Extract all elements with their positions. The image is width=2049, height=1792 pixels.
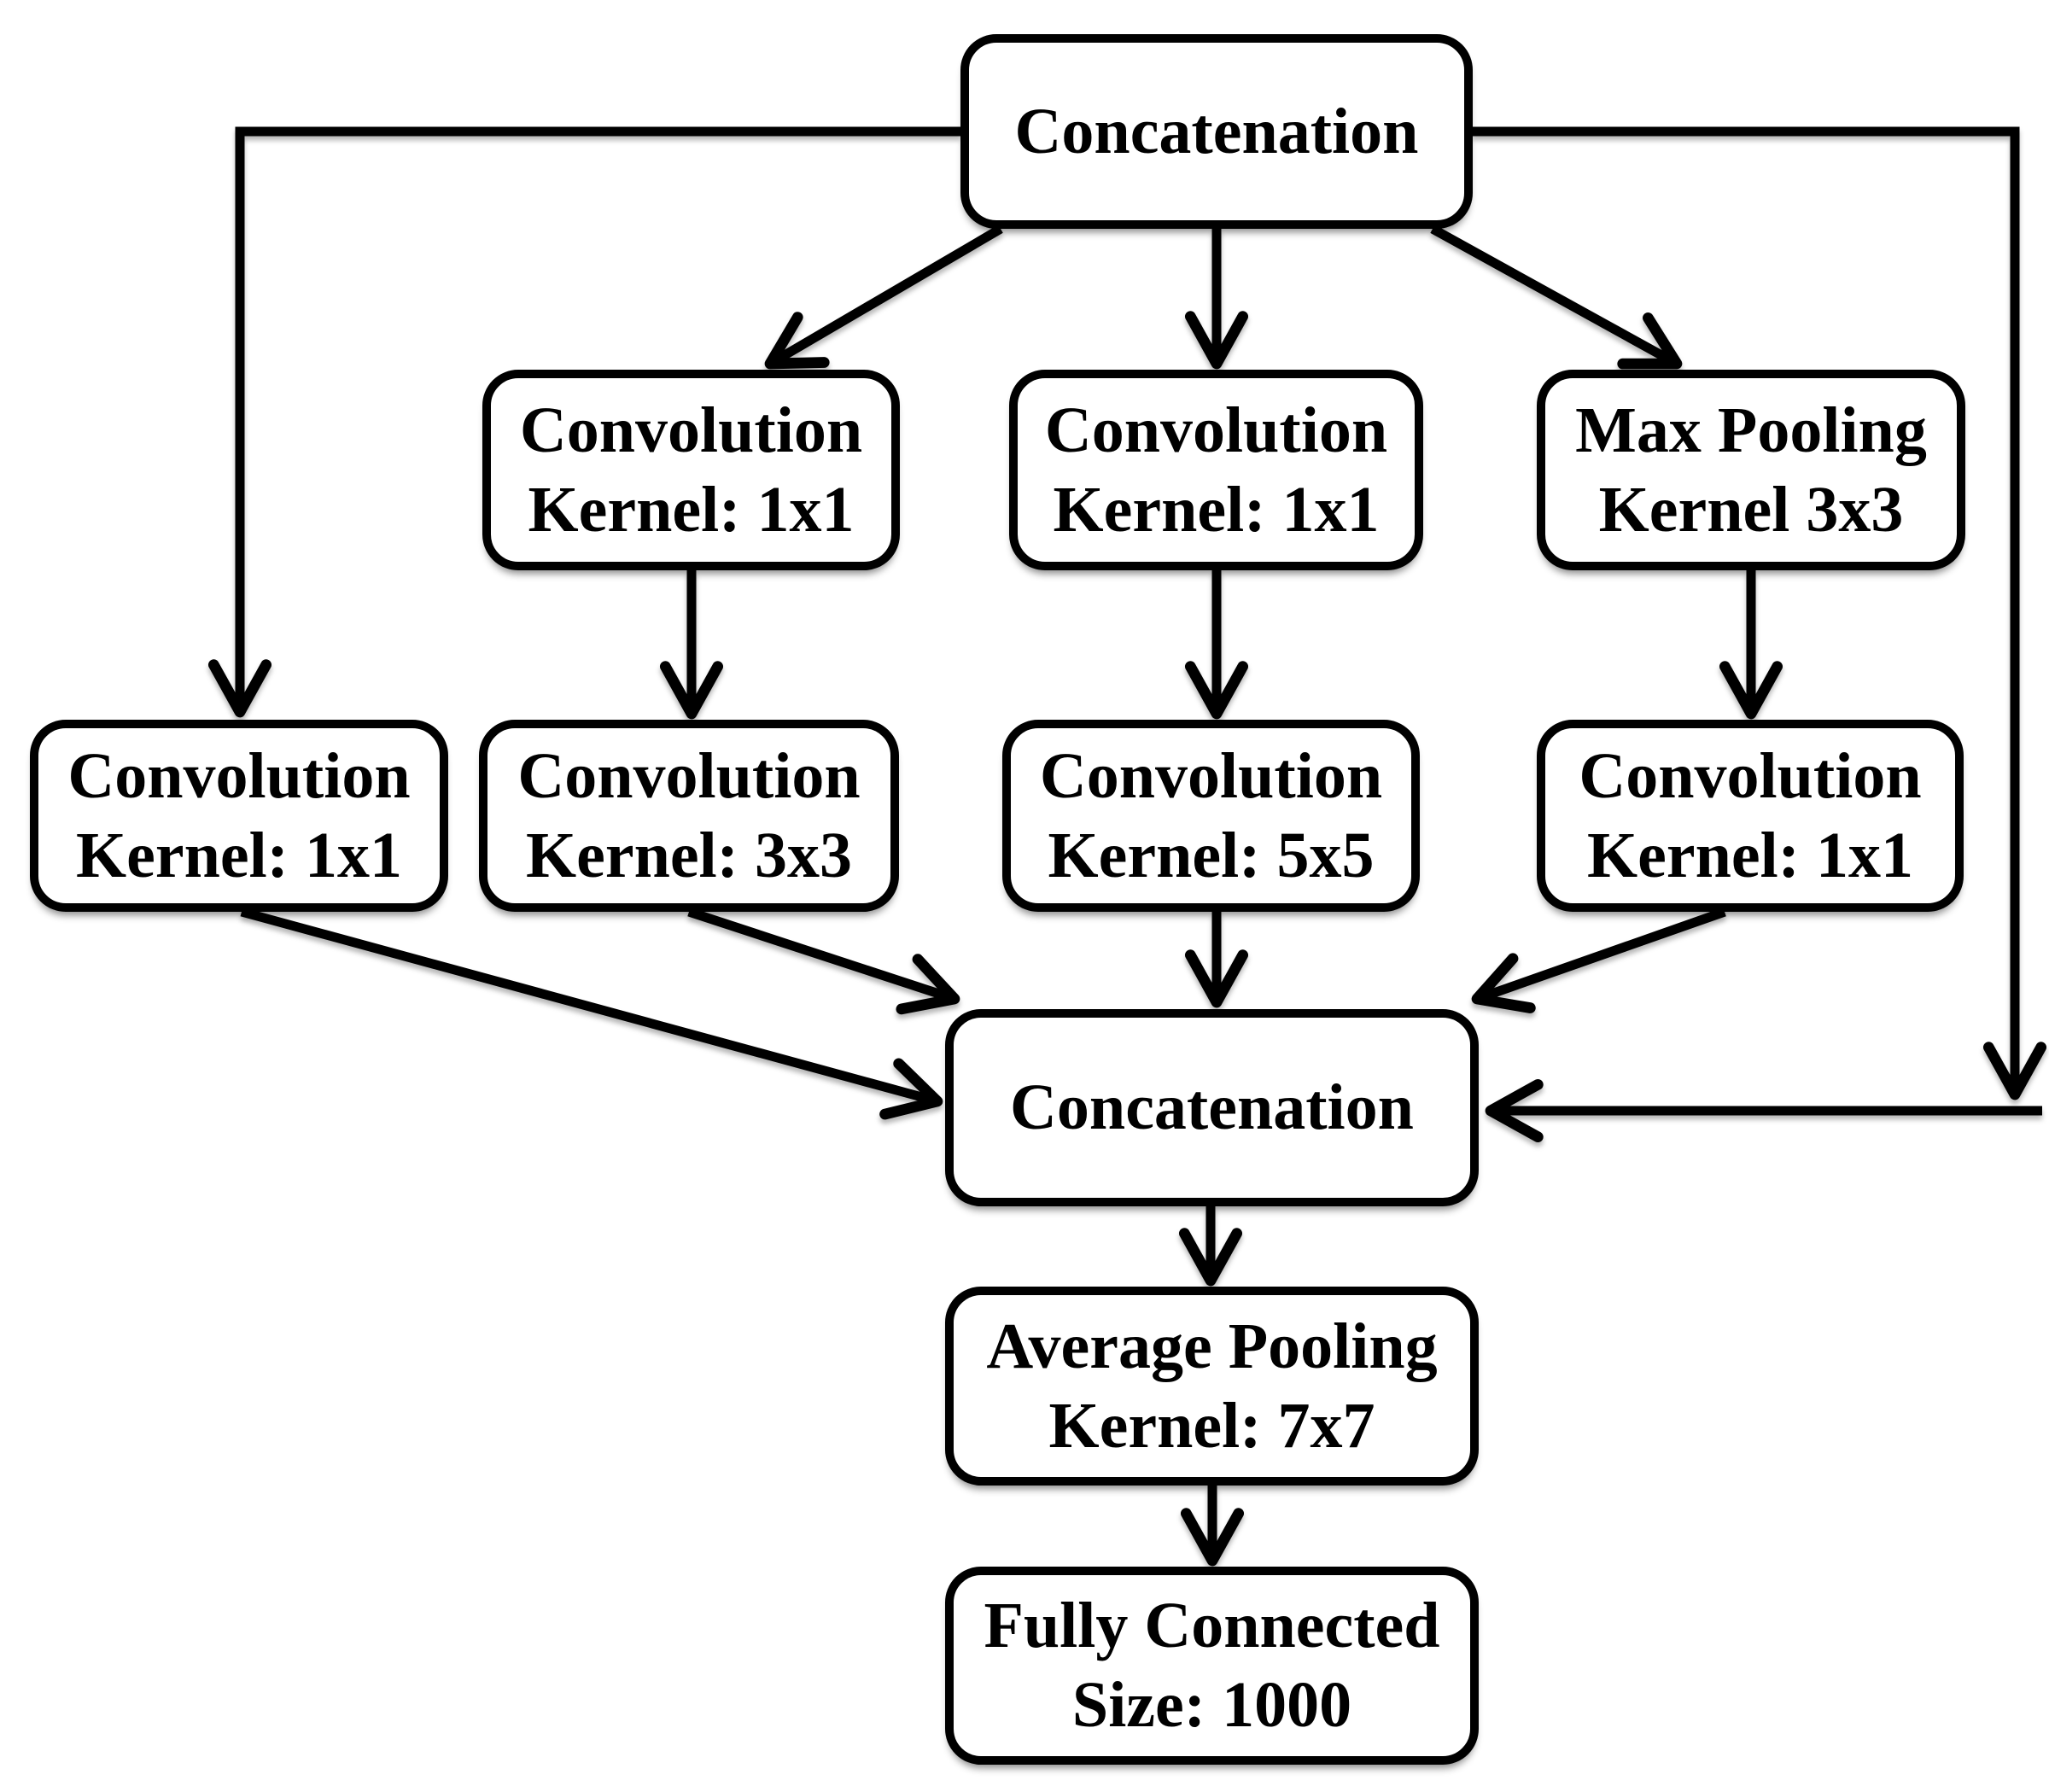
node-convolution-1x1-left: Convolution Kernel: 1x1 [30,720,448,912]
node-convolution-5x5: Convolution Kernel: 5x5 [1002,720,1420,912]
node-sublabel: Kernel: 1x1 [528,473,855,546]
node-average-pooling-7x7: Average Pooling Kernel: 7x7 [945,1287,1479,1486]
node-label: Convolution [1044,394,1388,466]
edge-concat-top-to-conv1x1-left [207,126,960,718]
edge-conv1x1-left-to-concat-bottom [240,907,943,1120]
node-convolution-1x1-right: Convolution Kernel: 1x1 [1537,720,1964,912]
node-label: Convolution [517,739,861,812]
node-sublabel: Kernel: 1x1 [1586,819,1913,891]
edge-concat-top-to-conv1x1-mid-left [764,225,1003,370]
node-sublabel: Size: 1000 [1071,1669,1352,1741]
node-concatenation-bottom: Concatenation [945,1009,1479,1206]
edge-concat-top-bypass-right [1473,126,2047,1100]
node-sublabel: Kernel: 3x3 [525,819,852,891]
node-convolution-3x3: Convolution Kernel: 3x3 [479,720,899,912]
node-concatenation-top: Concatenation [960,34,1473,229]
node-sublabel: Kernel: 5x5 [1048,819,1375,891]
node-label: Average Pooling [986,1310,1438,1382]
node-label: Fully Connected [984,1590,1440,1662]
node-max-pooling-3x3: Max Pooling Kernel 3x3 [1537,370,1965,570]
edge-conv3x3-to-concat-bottom [687,907,960,1015]
node-label: Convolution [519,394,863,466]
node-label: Convolution [1579,739,1922,812]
node-label: Concatenation [1010,1071,1414,1144]
node-label: Max Pooling [1575,394,1927,466]
node-fully-connected-1000: Fully Connected Size: 1000 [945,1567,1479,1765]
node-sublabel: Kernel: 1x1 [75,819,402,891]
node-label: Convolution [67,739,411,812]
node-convolution-1x1-mid-center: Convolution Kernel: 1x1 [1009,370,1423,570]
node-sublabel: Kernel 3x3 [1598,473,1904,546]
node-sublabel: Kernel: 1x1 [1053,473,1380,546]
node-label: Convolution [1039,739,1383,812]
node-sublabel: Kernel: 7x7 [1048,1389,1375,1462]
edge-conv1x1-right-to-concat-bottom [1471,907,1726,1013]
edge-concat-top-to-maxpool3x3 [1430,225,1683,370]
node-label: Concatenation [1014,95,1419,167]
node-convolution-1x1-mid-left: Convolution Kernel: 1x1 [482,370,900,570]
